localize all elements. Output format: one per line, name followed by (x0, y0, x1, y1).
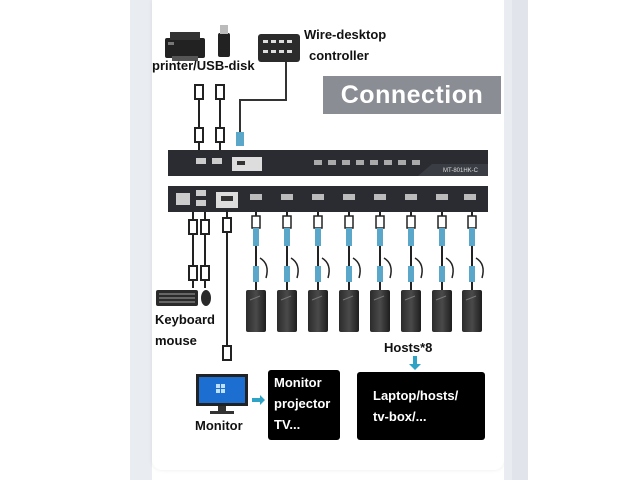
printer-usb-label: printer/USB-disk (152, 58, 255, 73)
host-3 (308, 212, 330, 332)
host-devices-box: Laptop/hosts/ tv-box/... (357, 372, 485, 440)
host-6 (401, 212, 423, 332)
host-8 (462, 212, 484, 332)
right-background (528, 0, 640, 480)
monitor-icon (196, 374, 248, 414)
controller-label-line2: controller (309, 48, 369, 63)
host-box-icon (246, 290, 266, 332)
kvm-switch-icon (168, 150, 488, 176)
display-box-line3: TV... (274, 417, 301, 432)
display-box-line2: projector (274, 396, 331, 411)
display-box-line1: Monitor (274, 375, 322, 390)
host-box-icon (339, 290, 359, 332)
host-box-icon (401, 290, 421, 332)
controller-plug (236, 132, 244, 146)
host-box-icon (462, 290, 482, 332)
model-label: MT-801HK-C (443, 168, 479, 174)
usb-cable-icon (194, 84, 225, 150)
usb-disk-icon (218, 25, 230, 57)
kvm-rear-panel (168, 186, 488, 212)
left-background (0, 0, 130, 480)
keyboard-label: Keyboard (155, 312, 215, 327)
host-box-line2: tv-box/... (373, 409, 427, 424)
printer-icon (165, 32, 205, 61)
host-5 (370, 212, 392, 332)
host-4 (339, 212, 361, 332)
host-box-icon (308, 290, 328, 332)
arrow-down-icon (409, 356, 421, 370)
hosts-label: Hosts*8 (384, 340, 433, 355)
hdmi-cable-icon (222, 210, 232, 361)
connection-badge: Connection (323, 76, 501, 114)
arrow-right-icon (252, 395, 265, 405)
controller-icon (258, 34, 300, 62)
right-gutter (504, 0, 528, 480)
host-box-line1: Laptop/hosts/ (373, 388, 459, 403)
hosts-group (246, 212, 484, 332)
host-box-icon (432, 290, 452, 332)
host-box-icon (277, 290, 297, 332)
display-devices-box: Monitor projector TV... (268, 370, 340, 440)
monitor-label: Monitor (195, 418, 243, 433)
controller-label-line1: Wire-desktop (304, 27, 387, 42)
mouse-icon (201, 290, 211, 306)
host-1 (246, 212, 268, 332)
host-2 (277, 212, 299, 332)
mouse-label: mouse (155, 333, 197, 348)
host-box-icon (370, 290, 390, 332)
controller-cable (239, 62, 287, 146)
keyboard-icon (156, 290, 198, 306)
left-gutter (130, 0, 152, 480)
host-7 (432, 212, 454, 332)
usb-cable-icon (188, 212, 210, 288)
